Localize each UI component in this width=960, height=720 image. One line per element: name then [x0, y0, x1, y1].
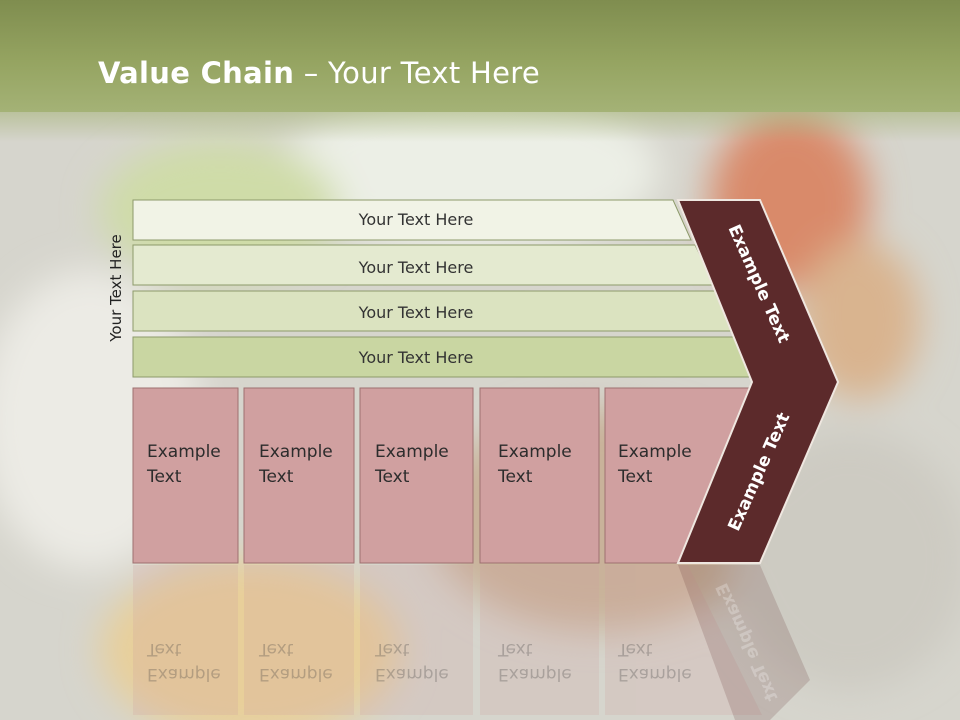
margin-chevron[interactable]: [676, 199, 840, 564]
support-row-4[interactable]: Your Text Here: [132, 336, 763, 378]
primary-box-3-reflection-line2: Text: [375, 639, 410, 659]
primary-box-3-line1: Example: [375, 442, 449, 462]
primary-box-4-label: Example Text: [498, 440, 572, 490]
primary-box-5-reflection: Example Text: [618, 636, 692, 686]
slide-title-rest: – Your Text Here: [294, 56, 540, 90]
primary-box-1-reflection-line2: Text: [147, 639, 182, 659]
support-row-1[interactable]: Your Text Here: [132, 199, 692, 241]
slide-title[interactable]: Value Chain – Your Text Here: [98, 56, 540, 90]
primary-box-1-reflection: Example Text: [147, 636, 221, 686]
primary-box-4-reflection: Example Text: [498, 636, 572, 686]
title-bar-fade: [0, 112, 960, 142]
primary-box-4-line2: Text: [498, 467, 533, 487]
primary-box-1[interactable]: [132, 387, 239, 564]
primary-box-1-label: Example Text: [147, 440, 221, 490]
primary-box-3-reflection: Example Text: [375, 636, 449, 686]
primary-box-3-line2: Text: [375, 467, 410, 487]
primary-box-2-reflection-line2: Text: [259, 639, 294, 659]
primary-box-2-label: Example Text: [259, 440, 333, 490]
support-row-3-label: Your Text Here: [358, 303, 474, 322]
slide-title-bold: Value Chain: [98, 56, 295, 90]
primary-box-1-line1: Example: [147, 442, 221, 462]
primary-box-3[interactable]: [359, 387, 474, 564]
primary-box-2-line2: Text: [259, 467, 294, 487]
primary-box-3-label: Example Text: [375, 440, 449, 490]
primary-box-2-line1: Example: [259, 442, 333, 462]
primary-box-2[interactable]: [243, 387, 355, 564]
primary-box-4-reflection-line2: Text: [498, 639, 533, 659]
boxes-reflection: [133, 565, 762, 715]
primary-box-4[interactable]: [479, 387, 600, 564]
primary-box-4-line1: Example: [498, 442, 572, 462]
primary-box-5-reflection-line2: Text: [618, 639, 653, 659]
primary-box-2-reflection: Example Text: [259, 636, 333, 686]
primary-box-4-reflection-line1: Example: [498, 664, 572, 684]
primary-box-2-reflection-line1: Example: [259, 664, 333, 684]
support-row-4-label: Your Text Here: [358, 348, 474, 367]
support-row-2[interactable]: Your Text Here: [132, 244, 716, 286]
primary-box-5-reflection-line1: Example: [618, 664, 692, 684]
primary-box-3-reflection-line1: Example: [375, 664, 449, 684]
primary-box-5-line1: Example: [618, 442, 692, 462]
support-row-3[interactable]: Your Text Here: [132, 290, 739, 332]
support-row-2-label: Your Text Here: [358, 258, 474, 277]
margin-chevron-reflection: [678, 565, 810, 720]
primary-box-5-line2: Text: [618, 467, 653, 487]
primary-box-1-line2: Text: [147, 467, 182, 487]
title-bar: [0, 0, 960, 112]
primary-box-5-label: Example Text: [618, 440, 692, 490]
primary-box-1-reflection-line1: Example: [147, 664, 221, 684]
support-row-1-label: Your Text Here: [358, 210, 474, 229]
